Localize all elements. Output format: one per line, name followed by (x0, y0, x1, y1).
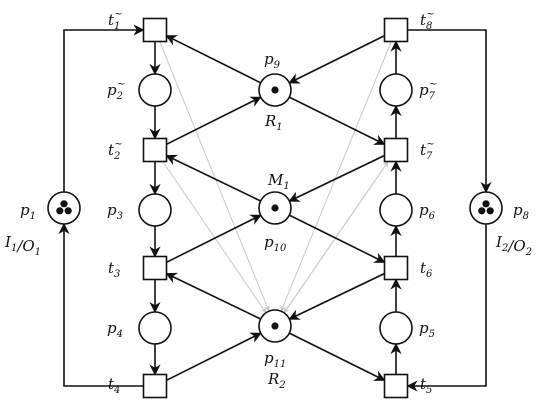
transition-t8 (383, 17, 409, 43)
label-p6: p6 (419, 201, 436, 222)
place-circle-p4 (138, 311, 172, 345)
token (271, 204, 279, 212)
place-p8 (469, 191, 503, 225)
label-p9: p9 (264, 50, 281, 71)
label-t7: t7~ (420, 139, 435, 162)
transition-t5 (383, 373, 409, 399)
arc-t7-to-p10 (288, 154, 385, 202)
place-circle-p5 (379, 311, 413, 345)
label-IO2: I2/O2 (495, 233, 532, 258)
transition-t6 (383, 255, 409, 281)
arc-t4-to-p11 (166, 332, 262, 382)
arc-layer (58, 24, 492, 392)
token (271, 322, 279, 330)
arc-p8-to-t5 (406, 224, 487, 392)
place-circle-p2 (138, 73, 172, 107)
token (60, 200, 68, 208)
label-t8: t8~ (420, 9, 435, 32)
label-R1: R1 (264, 112, 283, 133)
place-p5 (379, 311, 413, 345)
transition-t4 (142, 373, 168, 399)
token (56, 207, 64, 215)
place-p9 (258, 73, 292, 107)
arc-t6-to-p11 (288, 272, 385, 320)
arc-p11-to-t5 (288, 332, 386, 382)
label-M1: M1 (267, 171, 290, 192)
label-p4: p4 (107, 319, 123, 340)
place-p10 (258, 191, 292, 225)
transition-t1 (142, 17, 168, 43)
arc-t8-to-p9 (288, 34, 385, 84)
place-circle-p6 (379, 193, 413, 227)
arc-t3-to-p10 (166, 214, 262, 264)
label-p10: p10 (264, 233, 287, 254)
token (482, 200, 490, 208)
transition-t3 (142, 255, 168, 281)
node-layer (47, 17, 503, 399)
label-p5: p5 (419, 319, 435, 340)
arc-t4-to-p1 (58, 222, 144, 387)
ghost-arc-t1-to-p11 (159, 41, 270, 312)
label-IO1: I1/O1 (4, 233, 41, 258)
token (271, 86, 279, 94)
place-p4 (138, 311, 172, 345)
transition-t2 (142, 137, 168, 163)
place-circle-p3 (138, 193, 172, 227)
label-t5: t5 (420, 375, 432, 396)
arc-p1-to-t1 (63, 24, 145, 192)
arc-t8-to-p8 (407, 29, 492, 194)
place-circle-p7 (379, 73, 413, 107)
ghost-arc-layer (159, 41, 392, 314)
arc-p10-to-t6 (288, 214, 386, 264)
label-t6: t6 (420, 259, 433, 280)
label-p11: p11 (264, 349, 286, 370)
place-p2 (138, 73, 172, 107)
label-p2: p2~ (107, 79, 125, 102)
arc-p11-to-t3 (165, 272, 261, 320)
arc-p10-to-t2 (165, 154, 261, 202)
ghost-arc-t2-to-p11 (162, 161, 267, 314)
label-t4: t4 (108, 375, 120, 396)
place-p1 (47, 191, 81, 225)
ghost-arc-p11-to-t7 (283, 161, 389, 314)
ghost-arc-t8-to-p11 (280, 41, 392, 312)
label-t1: t1~ (108, 9, 123, 32)
place-p11 (258, 309, 292, 343)
label-R2: R2 (267, 370, 286, 391)
place-circle-p1 (47, 191, 81, 225)
place-p6 (379, 193, 413, 227)
place-circle-p8 (469, 191, 503, 225)
arc-t2-to-p9 (166, 96, 262, 146)
label-t2: t2~ (108, 139, 123, 162)
label-p7: p7~ (419, 79, 437, 102)
label-t3: t3 (108, 259, 120, 280)
token (486, 207, 494, 215)
label-p8: p8 (513, 201, 529, 222)
label-p3: p3 (107, 201, 123, 222)
label-layer: p1 p2~ p3 p4 p5 p6 p7~ p8 p9 p10 p11 t1~ t2~ t3 t4 t5 t6… (4, 9, 532, 396)
arc-p9-to-t7 (288, 96, 386, 146)
label-p1: p1 (20, 201, 36, 222)
token (478, 207, 486, 215)
arc-p9-to-t1 (165, 35, 262, 84)
transition-t7 (383, 137, 409, 163)
place-p3 (138, 193, 172, 227)
token (64, 207, 72, 215)
place-p7 (379, 73, 413, 107)
